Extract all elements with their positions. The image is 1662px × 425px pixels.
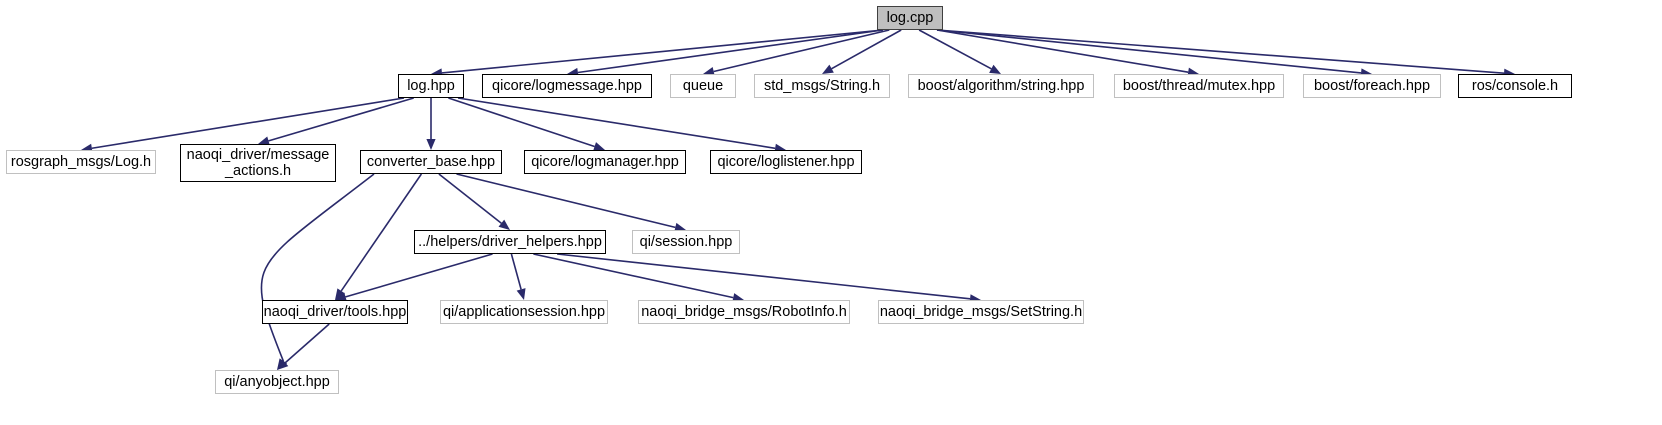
edge-arrowhead bbox=[516, 288, 526, 300]
graph-node-converter-base[interactable]: converter_base.hpp bbox=[360, 150, 502, 174]
graph-edge-log-cpp-to-queue bbox=[703, 29, 890, 76]
graph-edge-driver-helpers-to-qi-appsession bbox=[510, 253, 526, 300]
edge-arrowhead bbox=[989, 64, 1001, 74]
graph-edge-log-cpp-to-boost-algorithm bbox=[918, 29, 1001, 74]
graph-edge-log-cpp-to-ros-console bbox=[936, 29, 1515, 78]
graph-edge-log-cpp-to-log-hpp bbox=[431, 29, 884, 78]
graph-node-log-hpp[interactable]: log.hpp bbox=[398, 74, 464, 98]
graph-node-rosgraph-msgs-log[interactable]: rosgraph_msgs/Log.h bbox=[6, 150, 156, 174]
edge-arrowhead bbox=[277, 358, 288, 370]
graph-node-boost-thread-mutex[interactable]: boost/thread/mutex.hpp bbox=[1114, 74, 1284, 98]
graph-node-log-cpp[interactable]: log.cpp bbox=[877, 6, 943, 30]
graph-edge-converter-base-to-qi-anyobject bbox=[260, 173, 375, 370]
graph-node-qicore-loglistener[interactable]: qicore/loglistener.hpp bbox=[710, 150, 862, 174]
edge-arrowhead bbox=[822, 64, 834, 74]
graph-edge-log-cpp-to-boost-foreach bbox=[936, 29, 1372, 78]
graph-edge-log-cpp-to-std-msgs-string bbox=[822, 29, 902, 74]
graph-node-naoqi-driver-tools[interactable]: naoqi_driver/tools.hpp bbox=[262, 300, 408, 324]
graph-node-qicore-logmanager[interactable]: qicore/logmanager.hpp bbox=[524, 150, 686, 174]
edge-arrowhead bbox=[277, 359, 289, 370]
graph-edge-converter-base-to-naoqi-driver-tools bbox=[335, 173, 423, 300]
graph-edge-log-hpp-to-qicore-loglistener bbox=[457, 97, 786, 153]
graph-node-boost-foreach[interactable]: boost/foreach.hpp bbox=[1303, 74, 1441, 98]
graph-edge-log-hpp-to-qicore-logmanager bbox=[448, 97, 605, 151]
graph-node-queue[interactable]: queue bbox=[670, 74, 736, 98]
graph-edge-log-hpp-to-naoqi-msg-actions bbox=[258, 97, 414, 146]
graph-node-driver-helpers[interactable]: ../helpers/driver_helpers.hpp bbox=[414, 230, 606, 254]
graph-node-qi-session[interactable]: qi/session.hpp bbox=[632, 230, 740, 254]
graph-node-ros-console[interactable]: ros/console.h bbox=[1458, 74, 1572, 98]
graph-node-naoqi-msg-actions[interactable]: naoqi_driver/message _actions.h bbox=[180, 144, 336, 182]
graph-edge-driver-helpers-to-setstring bbox=[557, 253, 981, 304]
graph-edge-log-cpp-to-qicore-logmessage bbox=[567, 29, 884, 78]
edge-arrowhead bbox=[335, 288, 346, 300]
graph-edge-log-hpp-to-converter-base bbox=[426, 98, 436, 150]
edge-arrowhead bbox=[498, 219, 510, 230]
graph-node-std-msgs-string[interactable]: std_msgs/String.h bbox=[754, 74, 890, 98]
graph-edge-converter-base-to-driver-helpers bbox=[438, 173, 510, 230]
graph-edge-log-cpp-to-boost-thread-mutex bbox=[936, 29, 1199, 77]
edge-arrowhead bbox=[426, 139, 436, 150]
graph-node-qi-appsession[interactable]: qi/applicationsession.hpp bbox=[440, 300, 608, 324]
graph-node-setstring[interactable]: naoqi_bridge_msgs/SetString.h bbox=[878, 300, 1084, 324]
graph-node-qi-anyobject[interactable]: qi/anyobject.hpp bbox=[215, 370, 339, 394]
graph-edge-driver-helpers-to-naoqi-driver-tools bbox=[335, 253, 493, 302]
graph-edge-converter-base-to-qi-session bbox=[456, 173, 686, 232]
graph-edge-naoqi-driver-tools-to-qi-anyobject bbox=[277, 323, 330, 370]
graph-node-qicore-logmessage[interactable]: qicore/logmessage.hpp bbox=[482, 74, 652, 98]
graph-node-boost-algorithm[interactable]: boost/algorithm/string.hpp bbox=[908, 74, 1094, 98]
graph-edge-driver-helpers-to-robotinfo bbox=[533, 253, 744, 303]
graph-node-robotinfo[interactable]: naoqi_bridge_msgs/RobotInfo.h bbox=[638, 300, 850, 324]
